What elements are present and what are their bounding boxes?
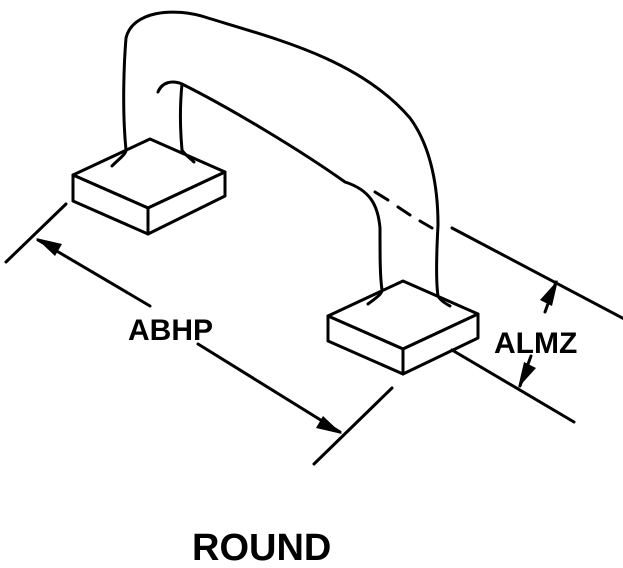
length-dimension-line-lower xyxy=(196,342,342,434)
length-arrowhead-right xyxy=(316,416,342,434)
left-base-plate xyxy=(71,137,227,236)
right-plate-side-face xyxy=(401,312,480,376)
length-dimension: ABHP xyxy=(4,202,394,466)
height-extension-line-top xyxy=(450,226,623,320)
handle-inner-contour xyxy=(179,82,384,292)
height-arrowhead-bottom xyxy=(518,362,536,388)
left-plate-side-face xyxy=(146,170,227,236)
right-leg-stub xyxy=(366,288,452,308)
height-dimension-label: ALMZ xyxy=(494,327,577,360)
length-arrowhead-left xyxy=(36,238,62,256)
height-dimension: ALMZ xyxy=(450,226,623,424)
handle-bar xyxy=(110,10,452,308)
right-base-plate xyxy=(326,279,480,376)
length-extension-line-right xyxy=(312,386,394,466)
handle-outer-contour xyxy=(122,10,440,298)
shape-caption: ROUND xyxy=(192,527,331,568)
handle-bend-curl xyxy=(156,80,184,94)
left-leg-stub xyxy=(110,148,196,168)
height-extension-line-bottom xyxy=(450,348,576,424)
height-arrowhead-top xyxy=(540,280,558,306)
handle-hidden-edge xyxy=(373,190,434,230)
length-dimension-label: ABHP xyxy=(128,314,213,347)
length-extension-line-left xyxy=(4,202,68,264)
